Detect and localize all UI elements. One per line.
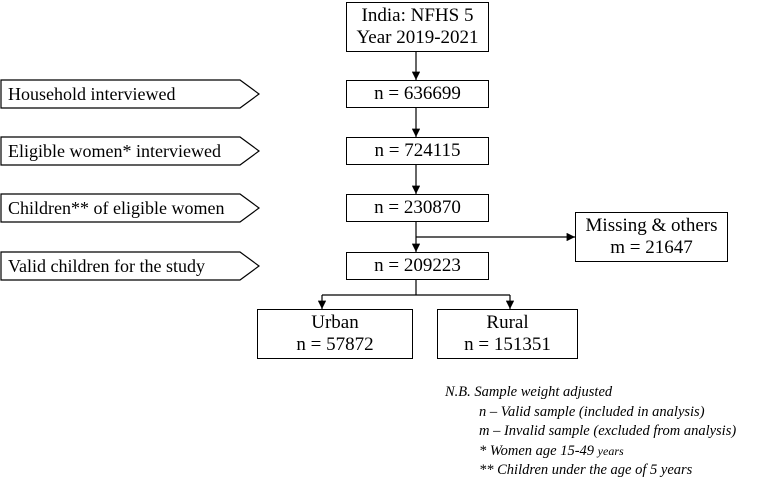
count-box-women: n = 724115 — [346, 137, 489, 165]
source-title: India: NFHS 5 — [361, 5, 474, 26]
stage-tag-valid: Valid children for the study — [0, 251, 262, 281]
urban-count: n = 57872 — [296, 334, 374, 355]
notes-n-definition: n – Valid sample (included in analysis) — [479, 403, 705, 420]
stage-label-household: Household interviewed — [8, 84, 176, 104]
notes-women-age: * Women age 15-49 years — [479, 442, 624, 459]
notes-m-definition: m – Invalid sample (excluded from analys… — [479, 423, 737, 439]
stage-label-valid: Valid children for the study — [8, 256, 205, 276]
stage-label-women: Eligible women* interviewed — [8, 141, 221, 161]
missing-box: Missing & others m = 21647 — [575, 212, 728, 262]
rural-count: n = 151351 — [464, 334, 551, 355]
stage-tag-household: Household interviewed — [0, 79, 262, 109]
stage-tag-women: Eligible women* interviewed — [0, 136, 262, 166]
rural-box: Rural n = 151351 — [437, 309, 578, 359]
urban-label: Urban — [311, 312, 359, 333]
count-box-household: n = 636699 — [346, 80, 489, 108]
missing-label: Missing & others — [585, 215, 718, 236]
stage-tag-children: Children** of eligible women — [0, 193, 262, 223]
stage-label-children: Children** of eligible women — [8, 198, 225, 218]
rural-label: Rural — [486, 312, 529, 333]
notes-title: N.B. Sample weight adjusted — [445, 384, 613, 400]
count-box-children: n = 230870 — [346, 194, 489, 222]
urban-box: Urban n = 57872 — [257, 309, 413, 359]
missing-count: m = 21647 — [610, 237, 693, 258]
source-box: India: NFHS 5 Year 2019-2021 — [346, 2, 489, 52]
count-box-valid: n = 209223 — [346, 252, 489, 280]
notes-children-age: ** Children under the age of 5 years — [479, 462, 693, 478]
notes: N.B. Sample weight adjusted n – Valid sa… — [445, 383, 736, 481]
source-years: Year 2019-2021 — [356, 27, 479, 48]
